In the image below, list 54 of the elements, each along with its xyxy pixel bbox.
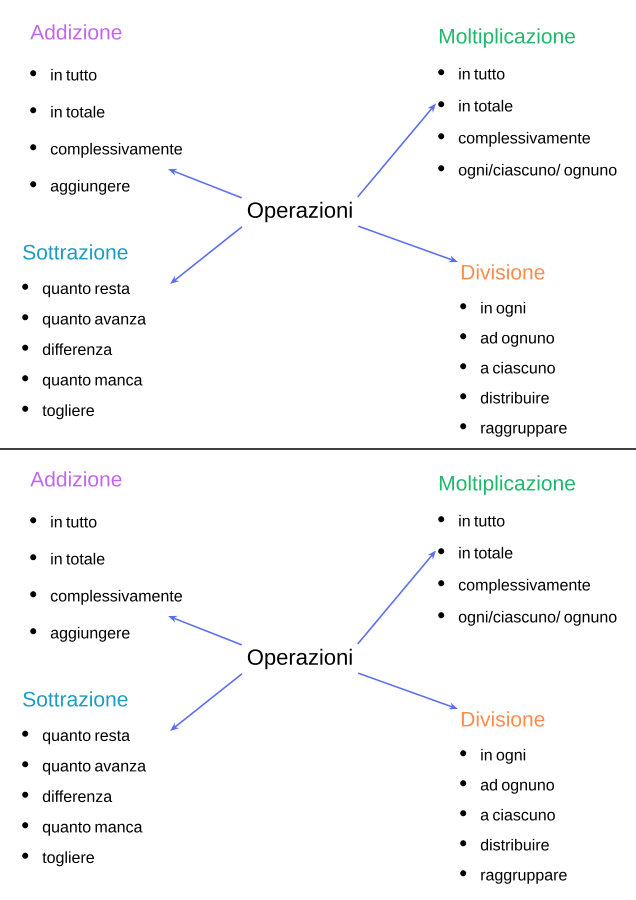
keyword-list: Moltiplicazione in tutto in totale complessivamente ogni/ciascuno/ ognuno [438,475,616,626]
node-label: in totale [459,546,512,559]
node-label: ad ognuno [480,778,554,794]
node-label: aggiungere [50,626,130,642]
node-label: in ogni [481,748,526,764]
keyword-list: Divisione in ogni ad ognuno a ciascuno distribuire raggruppare [460,264,567,437]
node-label: complessivamente [458,132,590,147]
node-label: quanto manca [42,375,142,389]
node-label: in tutto [459,514,504,527]
node-label: differenza [42,790,112,802]
node-label: in tutto [459,68,504,80]
node-label: Sottrazione [23,691,128,707]
keyword-list: Addizione in tutto in totale complessivamente aggiungere [30,24,182,195]
node-label: togliere [42,851,94,866]
node-label: raggruppare [481,872,567,884]
keyword-list: Sottrazione quanto resta quanto avanza differenza quanto manca togliere [22,691,146,866]
node-label: ogni/ciascuno/ ognuno [458,164,616,179]
node-label: distribuire [480,838,549,851]
node-label: quanto avanza [42,761,146,775]
node-label: in tutto [51,516,96,528]
node-label: Addizione [30,24,122,40]
node-label: a ciascuno [480,362,555,374]
node-label: in ogni [481,302,526,317]
node-label: aggiungere [50,180,130,195]
node-label: Moltiplicazione [440,28,575,48]
node-label: raggruppare [481,424,567,437]
node-label: quanto resta [42,284,130,298]
node-label: complessivamente [50,142,182,158]
node-label: in totale [51,106,104,118]
node-label: Divisione [462,264,544,280]
keyword-list: Addizione in tutto in totale complessivamente aggiungere [30,471,182,642]
node-label: distribuire [480,392,549,404]
node-label: Sottrazione [23,244,128,260]
center-label: Operazioni [248,648,352,670]
keyword-list: Moltiplicazione in tutto in totale complessivamente ogni/ciascuno/ ognuno [438,28,616,179]
center-label: Operazioni [248,202,352,222]
keyword-list: Divisione in ogni ad ognuno a ciascuno distribuire raggruppare [460,711,567,884]
node-label: complessivamente [50,590,182,605]
node-label: ad ognuno [480,332,554,347]
node-label: ogni/ciascuno/ ognuno [458,610,616,626]
node-label: in totale [51,552,104,565]
node-label: Divisione [462,711,544,727]
node-label: Addizione [30,471,122,487]
node-label: a ciascuno [480,808,555,821]
node-label: quanto avanza [42,314,146,328]
node-label: quanto manca [42,822,142,836]
node-label: in totale [459,100,512,112]
node-label: differenza [42,343,112,356]
node-label: complessivamente [458,578,590,594]
node-label: togliere [42,404,94,420]
node-label: Moltiplicazione [440,475,575,495]
keyword-list: Sottrazione quanto resta quanto avanza differenza quanto manca togliere [22,244,146,420]
node-label: in tutto [51,68,96,81]
node-label: quanto resta [42,730,130,744]
